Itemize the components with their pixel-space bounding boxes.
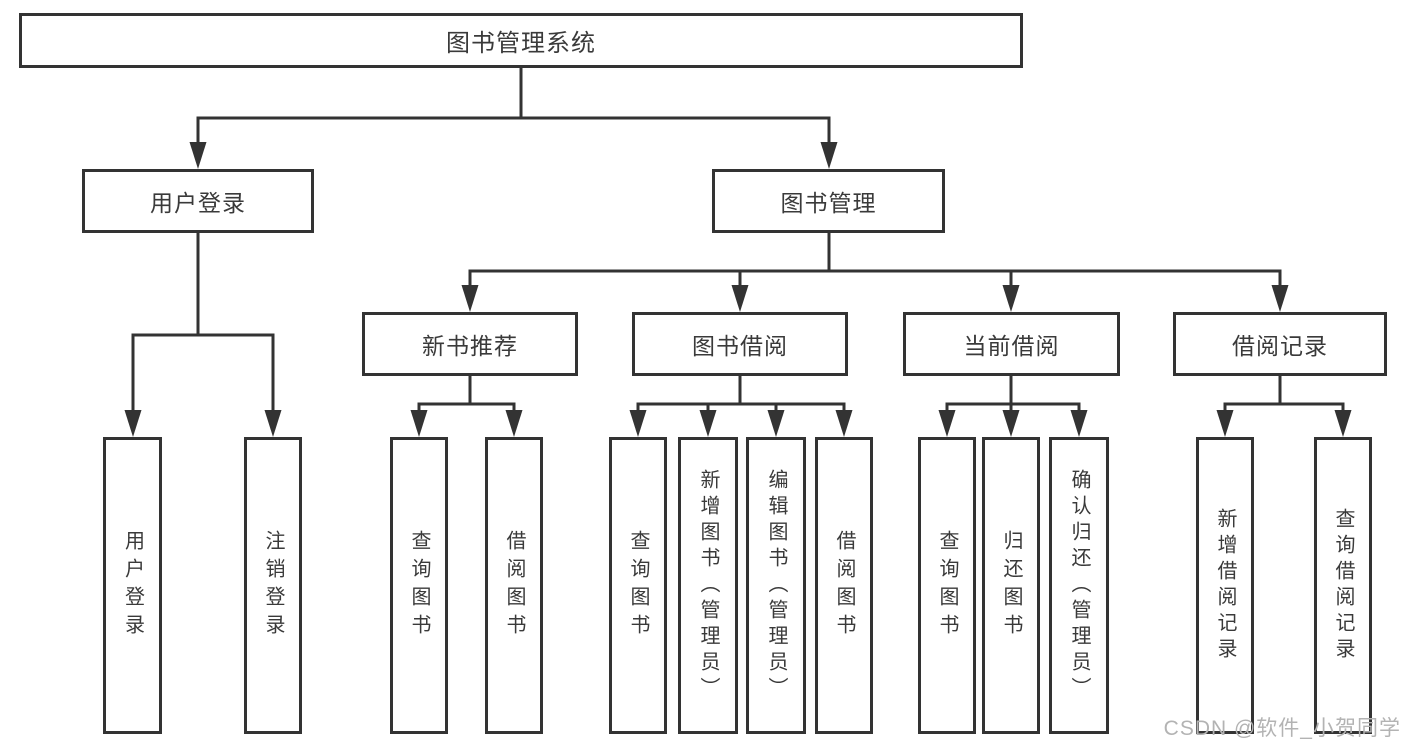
leaf-add-borrow-record: 新增借阅记录: [1196, 437, 1254, 734]
node-book-borrowing: 图书借阅: [632, 312, 848, 376]
leaf-edit-book-admin: 编辑图书（管理员）: [746, 437, 806, 734]
leaf-borrow-books-recommend: 借阅图书: [485, 437, 543, 734]
leaf-add-book-admin: 新增图书（管理员）: [678, 437, 738, 734]
node-library-management-system: 图书管理系统: [19, 13, 1023, 68]
node-new-book-recommendation: 新书推荐: [362, 312, 578, 376]
node-borrowing-records: 借阅记录: [1173, 312, 1387, 376]
leaf-user-login: 用户登录: [103, 437, 162, 734]
node-user-login: 用户登录: [82, 169, 314, 233]
leaf-confirm-return-admin: 确认归还（管理员）: [1049, 437, 1109, 734]
node-book-management: 图书管理: [712, 169, 945, 233]
leaf-return-books: 归还图书: [982, 437, 1040, 734]
leaf-query-books-borrowing: 查询图书: [609, 437, 667, 734]
leaf-query-books-current: 查询图书: [918, 437, 976, 734]
leaf-query-books-recommend: 查询图书: [390, 437, 448, 734]
leaf-borrow-books-borrowing: 借阅图书: [815, 437, 873, 734]
leaf-query-borrow-record: 查询借阅记录: [1314, 437, 1372, 734]
watermark: CSDN @软件_小贺同学: [1163, 717, 1401, 740]
node-current-borrowing: 当前借阅: [903, 312, 1120, 376]
leaf-logout: 注销登录: [244, 437, 302, 734]
